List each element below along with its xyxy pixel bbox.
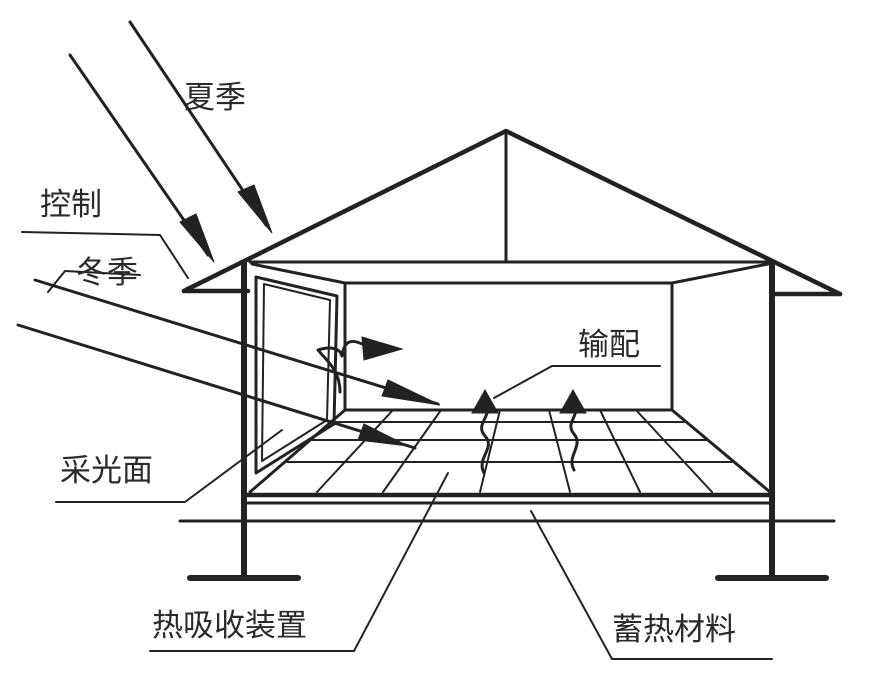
summer-sun-rays <box>68 20 273 263</box>
heat-rise-arrowhead-icon <box>559 388 587 414</box>
distribution-label: 输配 <box>578 327 640 363</box>
heat-rise-arrows <box>471 388 587 475</box>
winter-ray-arrowhead-icon <box>381 379 441 406</box>
winter-label: 冬季 <box>76 255 138 291</box>
roof <box>181 128 843 297</box>
summer-ray-arrowhead-icon <box>179 213 215 263</box>
leader-lines <box>21 231 773 660</box>
summer-label: 夏季 <box>184 80 246 116</box>
text-labels: 夏季 控制 冬季 输配 采光面 热吸收装置 蓄热材料 <box>40 80 736 648</box>
airflow-arrowhead-icon <box>361 336 404 361</box>
floor-grid <box>286 409 733 493</box>
heat-rise-arrowhead-icon <box>471 388 499 414</box>
walls <box>187 259 829 581</box>
heat-storage-material-label: 蓄热材料 <box>612 612 736 648</box>
airflow-arrow <box>316 336 404 394</box>
winter-ray-arrowhead-icon <box>357 423 409 447</box>
control-label: 控制 <box>40 187 102 223</box>
collecting-surface-label: 采光面 <box>60 453 153 489</box>
winter-sun-rays <box>16 278 441 450</box>
collecting-window <box>254 275 339 475</box>
heat-absorber-label: 热吸收装置 <box>152 608 307 644</box>
summer-ray-arrowhead-icon <box>237 184 273 234</box>
